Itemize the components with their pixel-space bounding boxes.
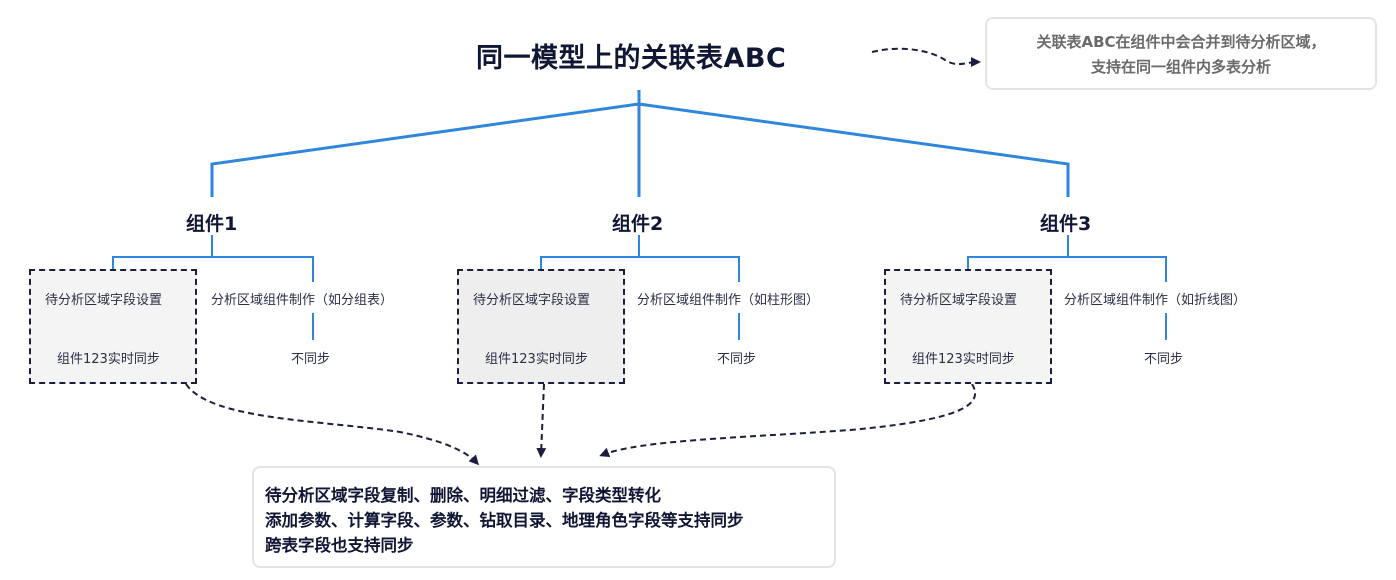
arrow-component-1-to-summary [185,383,480,466]
note-box [985,17,1377,90]
component-2-chart-label: 分析区域组件制作（如柱形图） [637,293,820,308]
component-3-label: 组件3 [1040,213,1092,235]
arrow-component-3-to-summary [599,383,977,458]
component-1-nosync-label: 不同步 [291,352,331,367]
note-arrow [871,47,981,68]
summary-line-1: 待分析区域字段复制、删除、明细过滤、字段类型转化 [265,486,661,505]
component-1-settings-label: 待分析区域字段设置 [45,293,163,308]
component-3-settings-label: 待分析区域字段设置 [900,293,1018,308]
component-1-sync-label: 组件123实时同步 [57,352,160,367]
top-tree-lines [210,90,1070,197]
summary-line-2: 添加参数、计算字段、参数、钻取目录、地理角色字段等支持同步 [265,511,744,530]
summary-line-3: 跨表字段也支持同步 [265,536,414,555]
component-2-nosync-label: 不同步 [717,352,757,367]
component-2-label: 组件2 [612,213,664,235]
note-line-1: 关联表ABC在组件中会合并到待分析区域， [1036,33,1326,51]
component-2-sync-box [457,269,625,384]
component-3-chart-label: 分析区域组件制作（如折线图） [1064,293,1247,308]
branch-to-component-1 [210,102,640,197]
component-1-label: 组件1 [186,213,238,235]
note-line-2: 支持在同一组件内多表分析 [1090,58,1271,76]
component-1-sync-box [29,269,197,384]
component-2-settings-label: 待分析区域字段设置 [473,293,591,308]
component-3-nosync-label: 不同步 [1144,352,1184,367]
summary-box [252,466,836,568]
arrow-component-2-to-summary [536,383,547,458]
component-3-sync-label: 组件123实时同步 [912,352,1015,367]
diagram-title: 同一模型上的关联表ABC [476,43,787,74]
branch-to-component-3 [638,102,1070,197]
component-1-chart-label: 分析区域组件制作（如分组表） [211,293,394,308]
component-2-sync-label: 组件123实时同步 [485,352,588,367]
component-3-sync-box [884,269,1052,384]
